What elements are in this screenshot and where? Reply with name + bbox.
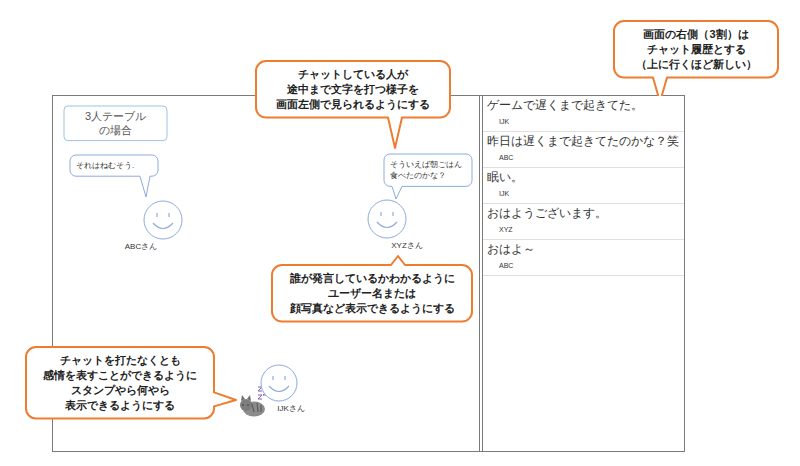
callout-note: 画面の右側（3割）は チャット履歴とする （上に行くほど新しい） bbox=[614, 21, 778, 78]
panel-divider bbox=[479, 96, 480, 452]
chat-history-entry: 眠い。IJK bbox=[483, 168, 684, 204]
chat-history-entry: 昨日は遅くまで起きてたのかな？笑ABC bbox=[483, 132, 684, 168]
outline-path bbox=[272, 256, 472, 322]
face-eye bbox=[392, 212, 393, 216]
chat-user-name: ABC bbox=[483, 150, 684, 163]
callout-text: 画面の右側（3割）は チャット履歴とする （上に行くほど新しい） bbox=[634, 27, 758, 72]
face-eye bbox=[168, 213, 169, 217]
chat-user-name: ABC bbox=[483, 258, 684, 271]
callout-text: 誰が発言しているかわかるように ユーザー名または 顔写真など表示できるようにする bbox=[288, 271, 456, 316]
outline-path bbox=[614, 21, 778, 102]
cat-stripes bbox=[252, 403, 261, 412]
face-smile bbox=[153, 223, 173, 229]
face-eye bbox=[380, 212, 381, 216]
face-icon bbox=[118, 200, 208, 240]
chat-message: おはよ～ bbox=[483, 240, 684, 258]
title-box: 3人テーブル の場合 bbox=[64, 106, 167, 141]
callout-text: チャットを打たなくとも 感情を表すことができるように スタンプやら何やら 表示で… bbox=[42, 353, 199, 412]
face-smile bbox=[269, 386, 289, 392]
chat-user-name: IJK bbox=[483, 186, 684, 199]
callout-note: チャットしている人が 途中まで文字を打つ様子を 画面左側で見られるようにする bbox=[256, 61, 450, 118]
chat-message: おはようございます。 bbox=[483, 204, 684, 222]
outline-path bbox=[64, 106, 167, 141]
face-icon bbox=[342, 199, 432, 239]
face-circle bbox=[368, 200, 406, 238]
chat-user-name: XYZ bbox=[483, 222, 684, 235]
sleep-z bbox=[258, 395, 262, 399]
chat-user-name: IJK bbox=[483, 114, 684, 127]
chat-message: 昨日は遅くまで起きてたのかな？笑 bbox=[483, 132, 684, 150]
bubble-text: そういえば朝ごはん 食べたのかな？ bbox=[390, 159, 464, 181]
bubble-text: それはねむそう. bbox=[76, 160, 137, 171]
speech-bubble: それはねむそう. bbox=[70, 155, 158, 176]
outline-path bbox=[70, 155, 158, 197]
chat-message: ゲームで遅くまで起きてた。 bbox=[483, 96, 684, 114]
face-eye bbox=[272, 376, 273, 380]
title-text: 3人テーブル の場合 bbox=[84, 109, 148, 138]
speech-bubble: そういえば朝ごはん 食べたのかな？ bbox=[384, 154, 472, 186]
user-name: ABCさん bbox=[96, 200, 186, 252]
face-eye bbox=[156, 213, 157, 217]
user-name: XYZさん bbox=[362, 199, 452, 251]
callout-note: チャットを打たなくとも 感情を表すことができるように スタンプやら何やら 表示で… bbox=[26, 347, 214, 418]
user-avatar: ABCさん bbox=[118, 200, 208, 252]
callout-note: 誰が発言しているかわかるように ユーザー名または 顔写真など表示できるようにする bbox=[272, 265, 472, 322]
outline-path bbox=[384, 154, 472, 199]
user-name: IJKさん bbox=[246, 364, 336, 414]
chat-history-entry: おはようございます。XYZ bbox=[483, 204, 684, 240]
cat-stamp bbox=[240, 395, 265, 417]
face-eye bbox=[284, 376, 285, 380]
outline-shape bbox=[384, 154, 472, 186]
cat-head bbox=[240, 399, 252, 411]
cat-eyes bbox=[242, 405, 249, 406]
user-avatar: XYZさん bbox=[342, 199, 432, 251]
callout-text: チャットしている人が 途中まで文字を打つ様子を 画面左側で見られるようにする bbox=[275, 67, 432, 112]
chat-history-entry: おはよ～ABC bbox=[483, 240, 684, 276]
cat-ear bbox=[247, 395, 251, 401]
outline-path bbox=[26, 347, 236, 418]
face-smile bbox=[377, 222, 397, 228]
cat-ear bbox=[241, 395, 245, 401]
chat-history-entry: ゲームで遅くまで起きてた。IJK bbox=[483, 96, 684, 132]
face-circle bbox=[261, 365, 297, 401]
user-avatar: IJKさん bbox=[234, 364, 324, 414]
face-icon bbox=[234, 364, 324, 402]
outline-path bbox=[256, 61, 450, 148]
face-circle bbox=[144, 201, 182, 239]
chat-message: 眠い。 bbox=[483, 168, 684, 186]
